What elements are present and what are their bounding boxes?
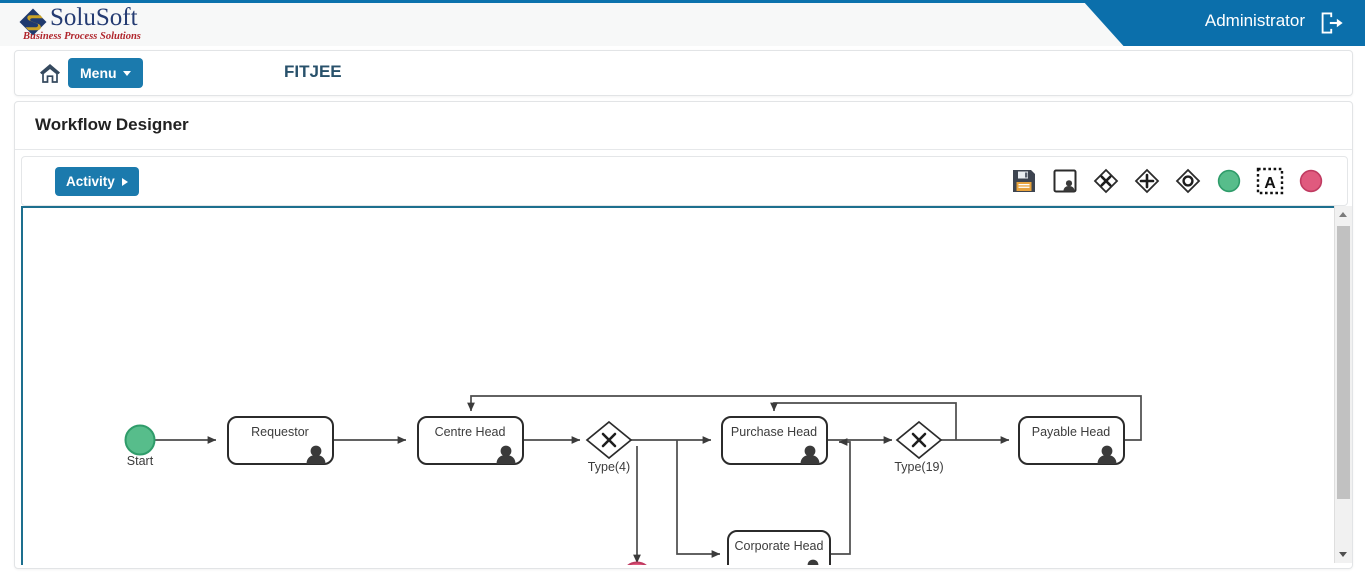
toolbar-icon-group: A: [1010, 162, 1325, 200]
node-gateway-type4[interactable]: Type(4): [585, 420, 633, 474]
solusoft-mark-icon: [19, 8, 47, 36]
save-icon[interactable]: [1010, 167, 1038, 195]
end-event-icon: [627, 561, 647, 565]
page-title: Workflow Designer: [35, 115, 189, 134]
edge-type19-purchase-loop: [770, 402, 957, 440]
header-banner: [1082, 0, 1365, 46]
scroll-down-icon[interactable]: [1335, 546, 1352, 563]
xor-gateway-icon[interactable]: [1092, 167, 1120, 195]
text-annotation-icon[interactable]: A: [1256, 167, 1284, 195]
activity-button-label: Activity: [66, 174, 115, 189]
xor-glyph: [601, 432, 617, 448]
xor-glyph: [911, 432, 927, 448]
user-name-label: Administrator: [1204, 11, 1305, 30]
node-start[interactable]: Start: [124, 424, 156, 469]
node-centre-head[interactable]: Centre Head: [417, 416, 524, 465]
node-label-corporate-head: Corporate Head: [735, 539, 824, 553]
person-icon: [306, 445, 326, 464]
and-gateway-icon[interactable]: [1133, 167, 1161, 195]
canvas-vertical-scrollbar[interactable]: [1334, 206, 1352, 563]
chevron-right-icon: [121, 177, 128, 186]
scrollbar-thumb[interactable]: [1337, 226, 1350, 499]
app-header: SoluSoft Business Process Solutions Admi…: [0, 0, 1365, 46]
end-event-icon[interactable]: [1297, 167, 1325, 195]
edge-layer: [154, 395, 1142, 564]
node-requestor[interactable]: Requestor: [227, 416, 334, 465]
person-icon: [1097, 445, 1117, 464]
person-icon: [496, 445, 516, 464]
workflow-diagram: Start Requestor Centre Head: [124, 395, 1142, 566]
designer-toolbar: Activity: [21, 156, 1348, 206]
node-label-requestor: Requestor: [251, 425, 309, 439]
node-purchase-head[interactable]: Purchase Head: [721, 416, 828, 465]
scroll-up-icon[interactable]: [1335, 206, 1352, 223]
node-end[interactable]: End: [623, 561, 652, 566]
person-icon: [800, 445, 820, 464]
edge-corporate-purchase: [829, 438, 851, 555]
header-accent-line: [0, 0, 1365, 3]
task-box: [417, 416, 524, 465]
brand-tagline: Business Process Solutions: [23, 31, 141, 42]
node-label-type19: Type(19): [894, 460, 943, 474]
brand-name: SoluSoft: [50, 4, 138, 31]
panel-divider: [15, 149, 1352, 150]
menu-button-label: Menu: [80, 65, 117, 81]
node-corporate-head[interactable]: Corporate Head: [727, 530, 831, 565]
start-event-icon[interactable]: [1215, 167, 1243, 195]
brand-logo: SoluSoft Business Process Solutions: [18, 4, 148, 44]
home-icon[interactable]: [37, 60, 63, 86]
activity-task-icon[interactable]: [1051, 167, 1079, 195]
node-label-purchase-head: Purchase Head: [731, 425, 817, 439]
activity-button[interactable]: Activity: [55, 167, 139, 196]
menu-button[interactable]: Menu: [68, 58, 143, 88]
node-label-start: Start: [127, 454, 154, 468]
node-label-payable-head: Payable Head: [1032, 425, 1111, 439]
workflow-canvas[interactable]: Start Requestor Centre Head: [21, 206, 1348, 565]
person-icon: [807, 559, 819, 565]
node-label-type4: Type(4): [588, 460, 630, 474]
start-event-icon: [124, 424, 156, 456]
edge-payable-centre-loop: [467, 395, 1142, 441]
node-gateway-type19[interactable]: Type(19): [894, 420, 944, 474]
task-box: [1018, 416, 1125, 465]
svg-text:A: A: [1264, 175, 1276, 192]
task-box: [227, 416, 334, 465]
task-box: [727, 530, 831, 565]
task-box: [721, 416, 828, 465]
node-label-centre-head: Centre Head: [435, 425, 506, 439]
logout-icon[interactable]: [1317, 9, 1345, 37]
node-payable-head[interactable]: Payable Head: [1018, 416, 1125, 465]
nav-bar: Menu FITJEE: [14, 50, 1353, 96]
organization-title: FITJEE: [284, 62, 342, 81]
edge-type4-corporate: [676, 440, 721, 558]
chevron-down-icon: [122, 70, 131, 76]
designer-panel: Workflow Designer Activity: [14, 101, 1353, 569]
or-gateway-icon[interactable]: [1174, 167, 1202, 195]
